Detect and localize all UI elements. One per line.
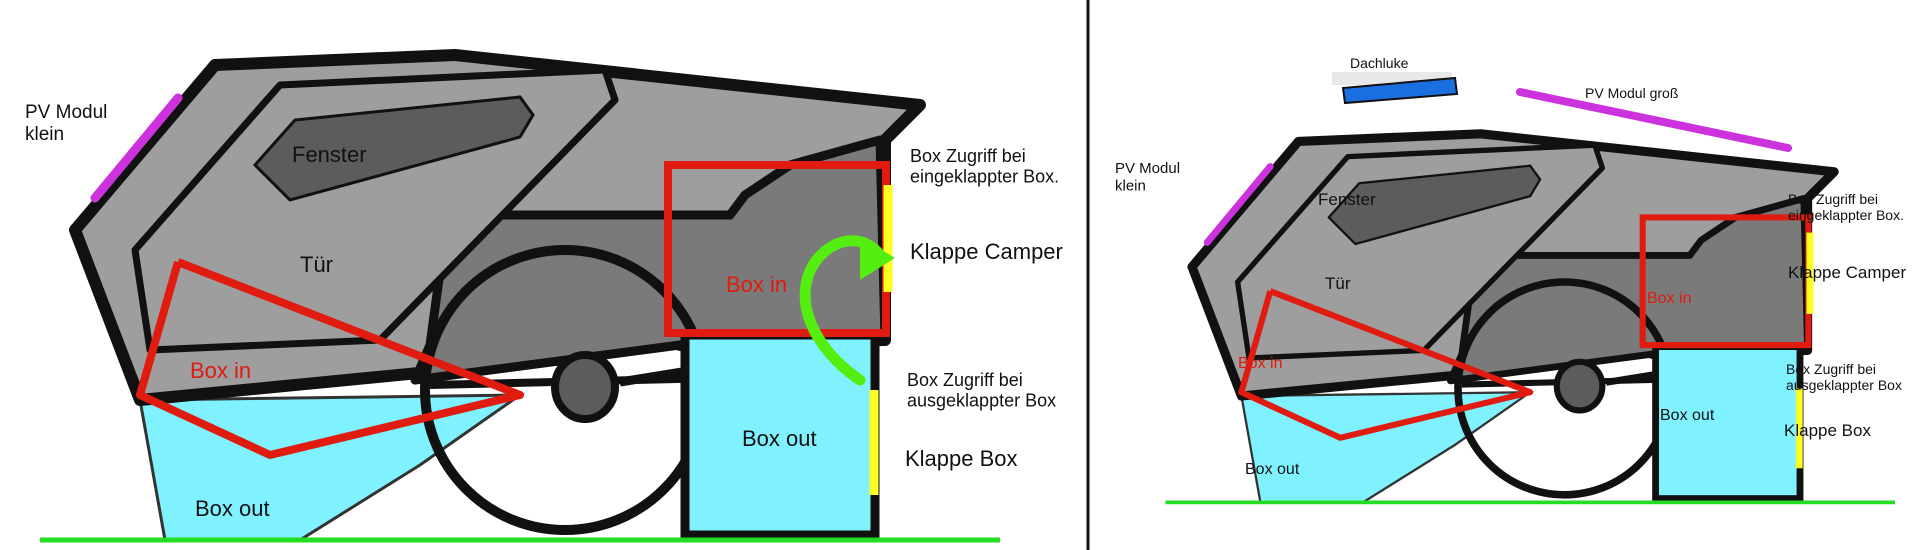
right-box-out-rear-label: Box out — [1245, 461, 1300, 478]
left-hatch-camper-label: Klappe Camper — [910, 239, 1063, 264]
roof-hatch-blue — [1341, 76, 1459, 105]
pv-module-large — [1516, 88, 1792, 152]
right-camper — [1165, 134, 1895, 503]
left-box-out-front-label: Box out — [742, 426, 817, 451]
right-box-in-front-label: Box in — [1647, 290, 1691, 307]
left-box-in-front-label: Box in — [726, 272, 787, 297]
right-hatch-camper-label: Klappe Camper — [1788, 263, 1906, 282]
right-pv-module-large-label: PV Modul groß — [1585, 85, 1678, 101]
right-box-out-front-label: Box out — [1660, 407, 1715, 424]
left-door-label: Tür — [300, 252, 333, 277]
right-hatch-box-label: Klappe Box — [1784, 421, 1871, 440]
left-camper — [40, 55, 1000, 540]
left-window-label: Fenster — [292, 142, 367, 167]
right-box-in-rear-label: Box in — [1238, 355, 1282, 372]
right-roof-hatch-label: Dachluke — [1350, 55, 1409, 71]
left-hatch-box-label: Klappe Box — [905, 446, 1018, 471]
right-door-label: Tür — [1325, 274, 1351, 293]
left-box-out-rear-label: Box out — [195, 496, 270, 521]
curved-arrow-icon — [799, 235, 886, 386]
arrow-head — [860, 236, 895, 280]
left-box-in-rear-label: Box in — [190, 358, 251, 383]
right-window-label: Fenster — [1318, 190, 1376, 209]
